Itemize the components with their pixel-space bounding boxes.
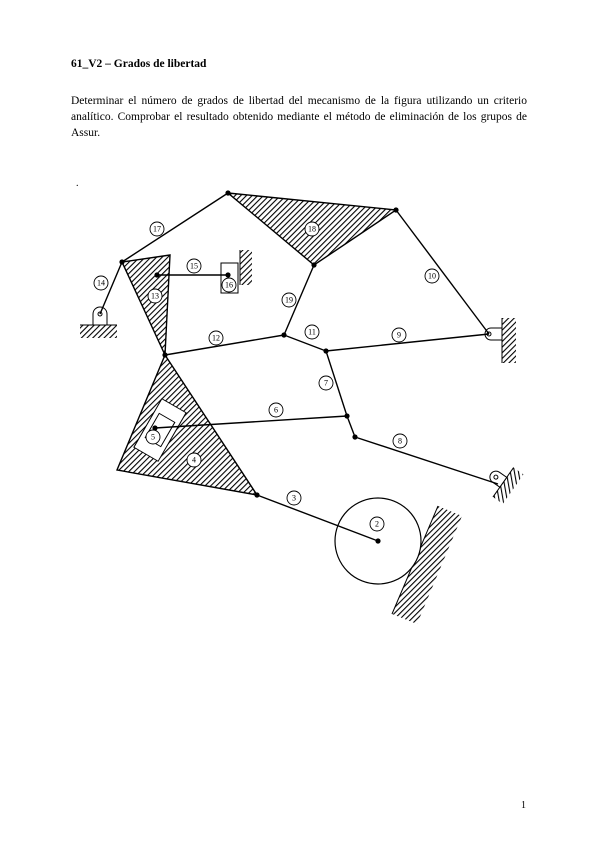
stray-mark: . xyxy=(76,178,79,189)
joint xyxy=(375,538,381,544)
svg-text:4: 4 xyxy=(192,456,196,465)
ground-lower-right xyxy=(489,467,524,504)
svg-text:2: 2 xyxy=(375,520,379,529)
label-17: 17 xyxy=(149,221,165,237)
label-2: 2 xyxy=(369,516,385,532)
svg-text:9: 9 xyxy=(397,331,401,340)
joint xyxy=(352,434,358,440)
joint xyxy=(254,492,260,498)
svg-text:12: 12 xyxy=(212,334,220,343)
svg-text:3: 3 xyxy=(292,494,296,503)
link-17 xyxy=(121,192,229,263)
link-labels: 17 18 15 16 10 14 13 19 11 12 9 7 6 5 8 … xyxy=(93,221,440,532)
label-19: 19 xyxy=(281,292,297,308)
svg-text:18: 18 xyxy=(308,225,316,234)
page-title: 61_V2 – Grados de libertad xyxy=(71,58,207,70)
link-7b xyxy=(346,415,356,438)
label-8: 8 xyxy=(392,433,408,449)
link-9 xyxy=(325,333,490,352)
joint xyxy=(344,413,350,419)
svg-text:19: 19 xyxy=(285,296,293,305)
ground-left xyxy=(80,325,117,338)
link-11 xyxy=(283,334,327,352)
link-4-triangle xyxy=(116,353,259,496)
svg-text:14: 14 xyxy=(97,279,105,288)
ground-slider-16 xyxy=(240,250,252,285)
label-15: 15 xyxy=(186,258,202,274)
page-number: 1 xyxy=(521,800,526,811)
label-14: 14 xyxy=(93,275,109,291)
joint xyxy=(152,425,158,431)
joint xyxy=(225,272,231,278)
joint xyxy=(311,262,317,268)
label-11: 11 xyxy=(304,324,320,340)
label-6: 6 xyxy=(268,402,284,418)
label-16: 16 xyxy=(221,277,237,293)
label-10: 10 xyxy=(424,268,440,284)
ground-wall-disk xyxy=(392,506,462,624)
label-3: 3 xyxy=(286,490,302,506)
svg-text:10: 10 xyxy=(428,272,436,281)
joint xyxy=(154,272,160,278)
label-9: 9 xyxy=(391,327,407,343)
label-7: 7 xyxy=(318,375,334,391)
joint xyxy=(281,332,287,338)
problem-statement: Determinar el número de grados de libert… xyxy=(71,95,527,139)
link-8 xyxy=(354,436,499,485)
link-19 xyxy=(283,264,315,336)
label-18: 18 xyxy=(304,221,320,237)
svg-text:7: 7 xyxy=(324,379,328,388)
joint xyxy=(393,207,399,213)
link-3 xyxy=(256,494,379,542)
label-4: 4 xyxy=(186,452,202,468)
link-13-triangle xyxy=(120,254,171,356)
link-6 xyxy=(154,415,348,429)
svg-text:16: 16 xyxy=(225,281,233,290)
label-12: 12 xyxy=(208,330,224,346)
joint xyxy=(225,190,231,196)
link-7a xyxy=(325,350,348,417)
svg-text:17: 17 xyxy=(153,225,161,234)
joint xyxy=(162,352,168,358)
svg-text:6: 6 xyxy=(274,406,278,415)
svg-text:8: 8 xyxy=(398,437,402,446)
svg-text:11: 11 xyxy=(308,328,316,337)
joint xyxy=(323,348,329,354)
svg-text:13: 13 xyxy=(151,292,159,301)
svg-text:15: 15 xyxy=(190,262,198,271)
label-13: 13 xyxy=(147,288,163,304)
link-12 xyxy=(164,334,285,356)
svg-text:5: 5 xyxy=(151,433,155,442)
link-14 xyxy=(99,261,123,315)
ground-right xyxy=(502,318,516,363)
label-5: 5 xyxy=(145,429,161,445)
link-10 xyxy=(395,209,490,335)
joint xyxy=(119,259,125,265)
